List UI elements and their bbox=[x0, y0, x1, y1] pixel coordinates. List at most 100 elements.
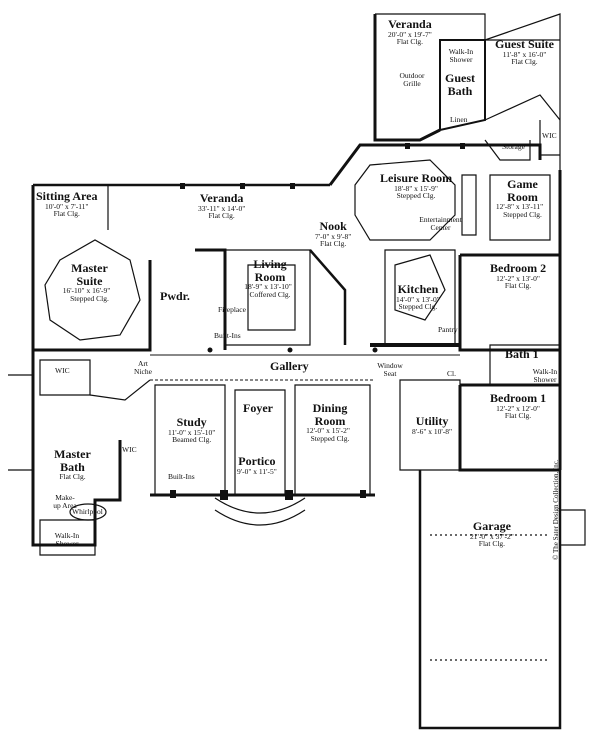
walk-in-shower-guest-label: Walk-In Shower bbox=[448, 47, 474, 64]
room-ceiling: Stepped Clg. bbox=[310, 434, 350, 444]
walk-in-shower-master-label: Walk-In Shower bbox=[54, 531, 80, 548]
room-name: Master Suite bbox=[71, 261, 108, 288]
whirlpool-label: Whirlpool bbox=[72, 507, 103, 516]
room-ceiling: Stepped Clg. bbox=[396, 191, 436, 201]
wic-guest-label: WIC bbox=[542, 131, 557, 140]
room-name: Portico bbox=[238, 454, 276, 468]
veranda-main-room: Veranda 33'-11" x 14'-0" Flat Clg. bbox=[198, 192, 245, 220]
walk-in-shower-bath1-label: Walk-In Shower bbox=[532, 367, 558, 384]
room-name: Nook bbox=[319, 219, 347, 233]
master-bath-room: Master Bath Flat Clg. bbox=[50, 448, 95, 481]
room-name: Master Bath bbox=[54, 447, 91, 474]
guest-bath-room: Guest Bath bbox=[445, 72, 475, 97]
room-dims: 18'-9" x 13'-10" bbox=[244, 282, 292, 292]
room-name: Pwdr. bbox=[160, 289, 190, 303]
room-name: Veranda bbox=[388, 17, 432, 31]
room-dims: 21'-0" x 37'-2" bbox=[470, 531, 514, 541]
linen-label: Linen bbox=[450, 115, 468, 124]
room-ceiling: Flat Clg. bbox=[208, 211, 235, 221]
room-ceiling: Flat Clg. bbox=[504, 281, 532, 291]
room-ceiling: Flat Clg. bbox=[504, 411, 532, 421]
room-dims: 12'-2" x 13'-0" bbox=[496, 273, 540, 283]
gallery-room: Gallery bbox=[270, 360, 309, 373]
room-dims: 12'-2" x 12'-0" bbox=[496, 403, 540, 413]
room-name: Kitchen bbox=[397, 282, 439, 296]
fireplace-label: Fireplace bbox=[218, 305, 246, 314]
wic-master1-label: WIC bbox=[55, 366, 70, 375]
room-name: Guest Suite bbox=[495, 37, 555, 51]
room-dims: 14'-0" x 13'-0" bbox=[396, 294, 440, 304]
closet-label: Cl. bbox=[447, 369, 456, 378]
room-dims: 9'-0" x 11'-5" bbox=[237, 466, 277, 476]
room-name: Bedroom 1 bbox=[490, 391, 547, 405]
foyer-room: Foyer bbox=[243, 402, 273, 415]
room-dims: 10'-0" x 7'-11" bbox=[44, 201, 89, 211]
utility-room: Utility 8'-6" x 10'-8" bbox=[412, 415, 452, 435]
garage-room: Garage 21'-0" x 37'-2" Flat Clg. bbox=[470, 520, 514, 548]
room-name: Foyer bbox=[243, 401, 273, 415]
room-ceiling: Stepped Clg. bbox=[398, 302, 438, 312]
room-dims: 12'-8" x 13'-11" bbox=[495, 202, 544, 212]
room-dims: 18'-8" x 15'-9" bbox=[394, 183, 438, 193]
room-name: Bedroom 2 bbox=[490, 261, 547, 275]
room-ceiling: Beamed Clg. bbox=[172, 435, 212, 445]
room-name: Garage bbox=[472, 519, 511, 533]
built-ins-study-label: Built-Ins bbox=[168, 472, 195, 481]
veranda-top-room: Veranda 20'-0" x 19'-7" Flat Clg. bbox=[388, 18, 432, 46]
study-room: Study 11'-0" x 15'-10" Beamed Clg. bbox=[168, 416, 215, 444]
entertainment-center-label: Entertainment Center bbox=[419, 215, 462, 232]
room-name: Game Room bbox=[507, 177, 538, 204]
room-ceiling: Flat Clg. bbox=[320, 239, 347, 249]
game-room: Game Room 12'-8" x 13'-11" Stepped Clg. bbox=[495, 178, 550, 219]
room-dims: 11'-8" x 16'-0" bbox=[502, 49, 547, 59]
bath-1-room: Bath 1 bbox=[505, 348, 539, 361]
room-name: Gallery bbox=[270, 359, 309, 373]
room-name: Living Room bbox=[253, 257, 287, 284]
room-ceiling: Flat Clg. bbox=[396, 37, 424, 47]
room-ceiling: Flat Clg. bbox=[59, 472, 86, 482]
wic-master2-label: WIC bbox=[122, 445, 137, 454]
guest-suite-room: Guest Suite 11'-8" x 16'-0" Flat Clg. bbox=[495, 38, 554, 66]
built-ins-living-label: Built-Ins bbox=[214, 331, 241, 340]
copyright-text: © The Sater Design Collection, Inc. bbox=[552, 459, 560, 560]
room-name: Sitting Area bbox=[36, 189, 98, 203]
dining-room: Dining Room 12'-0" x 15'-2" Stepped Clg. bbox=[305, 402, 355, 443]
room-ceiling: Flat Clg. bbox=[53, 209, 80, 219]
room-dims: 20'-0" x 19'-7" bbox=[388, 29, 432, 39]
room-dims: 16'-10" x 16'-9" bbox=[62, 286, 111, 296]
bedroom-1-room: Bedroom 1 12'-2" x 12'-0" Flat Clg. bbox=[490, 392, 546, 420]
room-name: Dining Room bbox=[312, 401, 348, 428]
room-ceiling: Coffered Clg. bbox=[249, 290, 291, 300]
powder-room: Pwdr. bbox=[160, 290, 190, 303]
outdoor-grille-label: Outdoor Grille bbox=[399, 71, 425, 88]
pantry-label: Pantry bbox=[438, 325, 458, 334]
master-suite-room: Master Suite 16'-10" x 16'-9" Stepped Cl… bbox=[62, 262, 117, 303]
living-room: Living Room 18'-9" x 13'-10" Coffered Cl… bbox=[240, 258, 300, 299]
sitting-area-room: Sitting Area 10'-0" x 7'-11" Flat Clg. bbox=[36, 190, 97, 218]
bedroom-2-room: Bedroom 2 12'-2" x 13'-0" Flat Clg. bbox=[490, 262, 546, 290]
room-name: Utility bbox=[415, 414, 449, 428]
room-name: Guest Bath bbox=[445, 71, 475, 98]
room-dims: 7'-0" x 9'-8" bbox=[315, 231, 352, 241]
room-name: Study bbox=[176, 415, 207, 429]
leisure-room: Leisure Room 18'-8" x 15'-9" Stepped Clg… bbox=[380, 172, 452, 200]
room-ceiling: Stepped Clg. bbox=[503, 210, 542, 220]
room-ceiling: Stepped Clg. bbox=[70, 294, 109, 304]
room-ceiling: Flat Clg. bbox=[511, 57, 538, 67]
make-up-area-label: Make-up Area bbox=[53, 493, 77, 510]
room-dims: 12'-0" x 15'-2" bbox=[306, 426, 350, 436]
nook-room: Nook 7'-0" x 9'-8" Flat Clg. bbox=[315, 220, 351, 248]
storage-label: Storage bbox=[502, 142, 525, 151]
room-dims: 11'-0" x 15'-10" bbox=[168, 427, 216, 437]
room-name: Bath 1 bbox=[505, 347, 539, 361]
room-dims: 33'-11" x 14'-0" bbox=[198, 203, 246, 213]
room-name: Leisure Room bbox=[380, 171, 453, 185]
art-niche-label: Art Niche bbox=[134, 359, 152, 376]
room-name: Veranda bbox=[199, 191, 244, 205]
window-seat-label: Window Seat bbox=[377, 361, 403, 378]
room-ceiling: Flat Clg. bbox=[478, 539, 506, 549]
room-dims: 8'-6" x 10'-8" bbox=[412, 426, 453, 436]
kitchen-room: Kitchen 14'-0" x 13'-0" Stepped Clg. bbox=[396, 283, 440, 311]
portico-room: Portico 9'-0" x 11'-5" bbox=[237, 455, 277, 475]
